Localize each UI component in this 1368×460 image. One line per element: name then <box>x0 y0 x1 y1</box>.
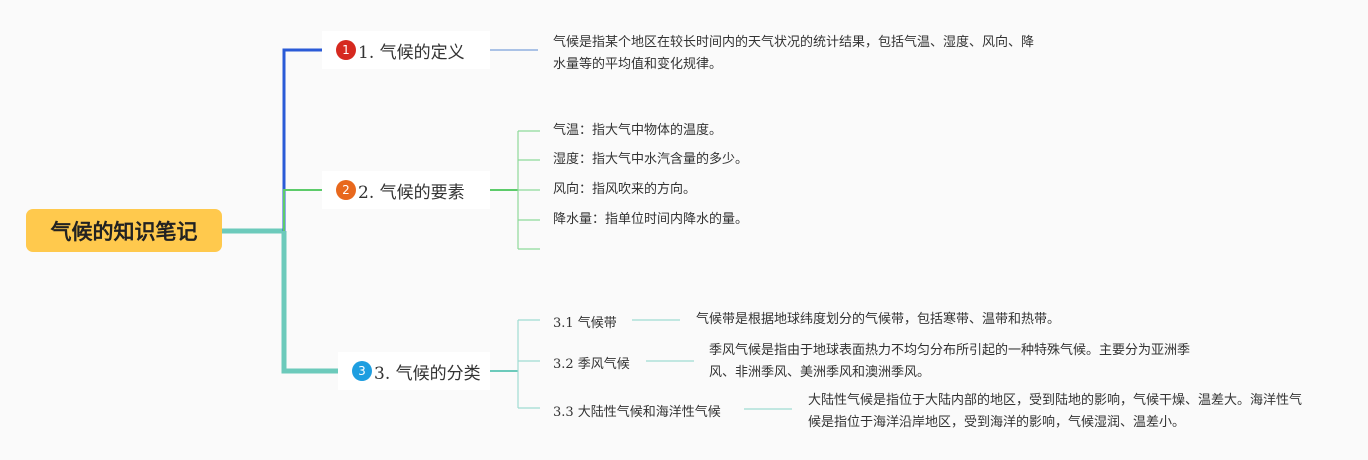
branch-label: 1. 气候的定义 <box>358 42 465 63</box>
branch-elements[interactable]: 2 2. 气候的要素 <box>322 171 490 209</box>
element-item-humidity: 湿度：指大气中水汽含量的多少。 <box>553 152 749 167</box>
element-item-wind: 风向：指风吹来的方向。 <box>553 182 697 197</box>
branch-definition[interactable]: 1 1. 气候的定义 <box>322 31 490 69</box>
root-title: 气候的知识笔记 <box>50 219 198 244</box>
number-badge: 1 <box>336 40 356 60</box>
monsoon-climate-note: 季风气候是指由于地球表面热力不均匀分布所引起的一种特殊气候。主要分为亚洲季风、非… <box>709 343 1191 380</box>
continental-oceanic-note: 大陆性气候是指位于大陆内部的地区，受到陆地的影响，气候干燥、温差大。海洋性气候是… <box>808 393 1303 430</box>
climate-zone-note: 气候带是根据地球纬度划分的气候带，包括寒带、温带和热带。 <box>696 312 1061 327</box>
branch-classification[interactable]: 3 3. 气候的分类 <box>338 352 490 390</box>
definition-note: 气候是指某个地区在较长时间内的天气状况的统计结果，包括气温、湿度、风向、降水量等… <box>553 35 1035 72</box>
element-item-temperature: 气温：指大气中物体的温度。 <box>553 123 723 138</box>
branch-label: 2. 气候的要素 <box>358 182 465 203</box>
number-badge: 3 <box>352 361 372 381</box>
root-node[interactable]: 气候的知识笔记 <box>26 209 222 252</box>
branch-label: 3. 气候的分类 <box>374 363 481 384</box>
sub-monsoon-climate[interactable]: 3.2 季风气候 <box>553 357 630 372</box>
element-item-precipitation: 降水量：指单位时间内降水的量。 <box>553 212 749 227</box>
sub-continental-oceanic[interactable]: 3.3 大陆性气候和海洋性气候 <box>553 405 721 420</box>
sub-climate-zone[interactable]: 3.1 气候带 <box>553 316 617 331</box>
number-badge: 2 <box>336 180 356 200</box>
